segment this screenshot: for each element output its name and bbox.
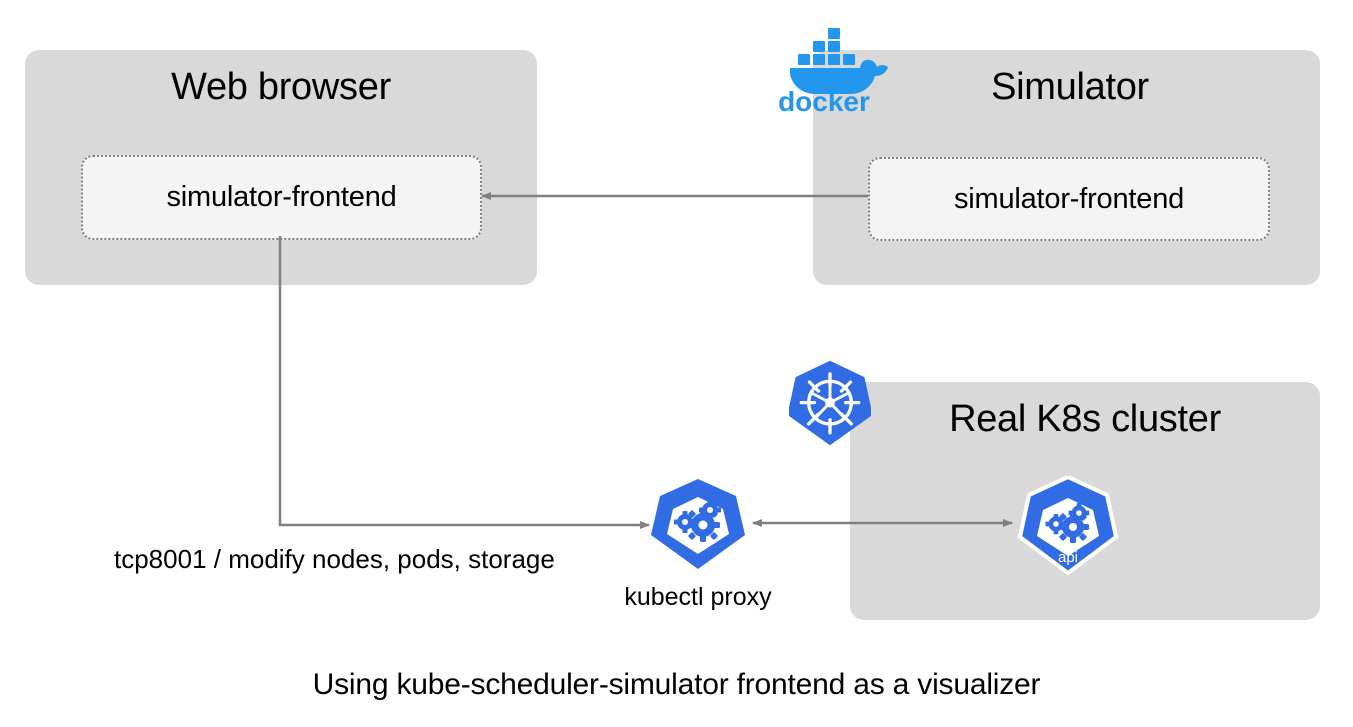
group-simulator-title: Simulator	[991, 66, 1149, 108]
k8s-api-badge-label: api	[1058, 549, 1078, 566]
docker-logo-icon: docker	[760, 14, 888, 117]
web-browser-simulator-frontend-box[interactable]: simulator-frontend	[81, 155, 482, 240]
connector-browser-to-proxy-label: tcp8001 / modify nodes, pods, storage	[114, 544, 555, 574]
k8s-api-icon[interactable]: api	[1016, 474, 1120, 576]
web-browser-simulator-frontend-label: simulator-frontend	[166, 181, 397, 213]
kubernetes-helm-icon	[787, 359, 873, 447]
group-real-k8s-cluster-title: Real K8s cluster	[949, 398, 1221, 440]
figure-caption: Using kube-scheduler-simulator frontend …	[312, 668, 1041, 701]
docker-wordmark: docker	[778, 86, 870, 114]
kubectl-proxy-caption: kubectl proxy	[624, 583, 772, 611]
kubectl-proxy-icon[interactable]	[648, 477, 748, 571]
simulator-simulator-frontend-label: simulator-frontend	[953, 182, 1185, 215]
group-web-browser-title: Web browser	[171, 66, 391, 108]
simulator-simulator-frontend-box[interactable]: simulator-frontend	[868, 157, 1270, 241]
